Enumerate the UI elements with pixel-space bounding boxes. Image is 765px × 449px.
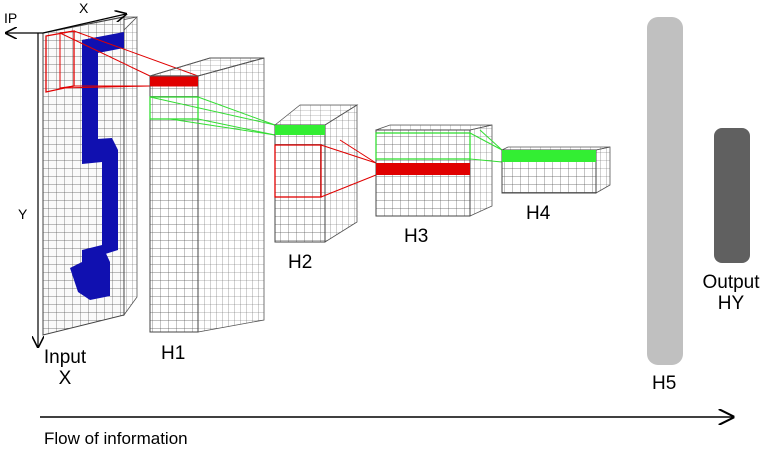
h5-label: H5 [652, 373, 677, 394]
h4-volume [501, 146, 611, 194]
h4-green-slice [502, 150, 596, 162]
x-axis-label: X [79, 0, 89, 16]
h1-volume [149, 57, 265, 333]
h4-label: H4 [526, 203, 551, 224]
projection-green-1 [149, 96, 276, 136]
h3-green-kernel [375, 132, 471, 160]
h3-label: H3 [404, 226, 429, 247]
output-label: Output HY [694, 272, 765, 314]
ip-axis-label: IP [4, 10, 18, 26]
h1-label: H1 [161, 343, 186, 364]
x-axis-arrow [42, 14, 126, 34]
digit-five-shape [70, 32, 124, 300]
h3-red-slice [376, 163, 470, 175]
h2-red-kernel [274, 144, 322, 198]
input-label: Input X [38, 347, 92, 389]
h2-volume [273, 104, 359, 243]
h3-volume [375, 124, 493, 217]
input-label-line2: X [58, 368, 72, 389]
h2-label: H2 [288, 252, 313, 273]
projection-green-2 [469, 129, 503, 163]
projection-red-2 [320, 139, 377, 198]
h1-red-slice [150, 76, 198, 86]
y-axis-label: Y [18, 206, 28, 222]
h2-green-slice [275, 125, 325, 135]
output-label-line2: HY [717, 293, 745, 314]
flow-of-information-label: Flow of information [44, 429, 188, 448]
input-label-line1: Input [43, 347, 87, 368]
input-image-grid [42, 16, 138, 336]
output-label-line1: Output [702, 272, 760, 293]
output-bar [714, 128, 750, 263]
h5-bar [647, 17, 683, 365]
